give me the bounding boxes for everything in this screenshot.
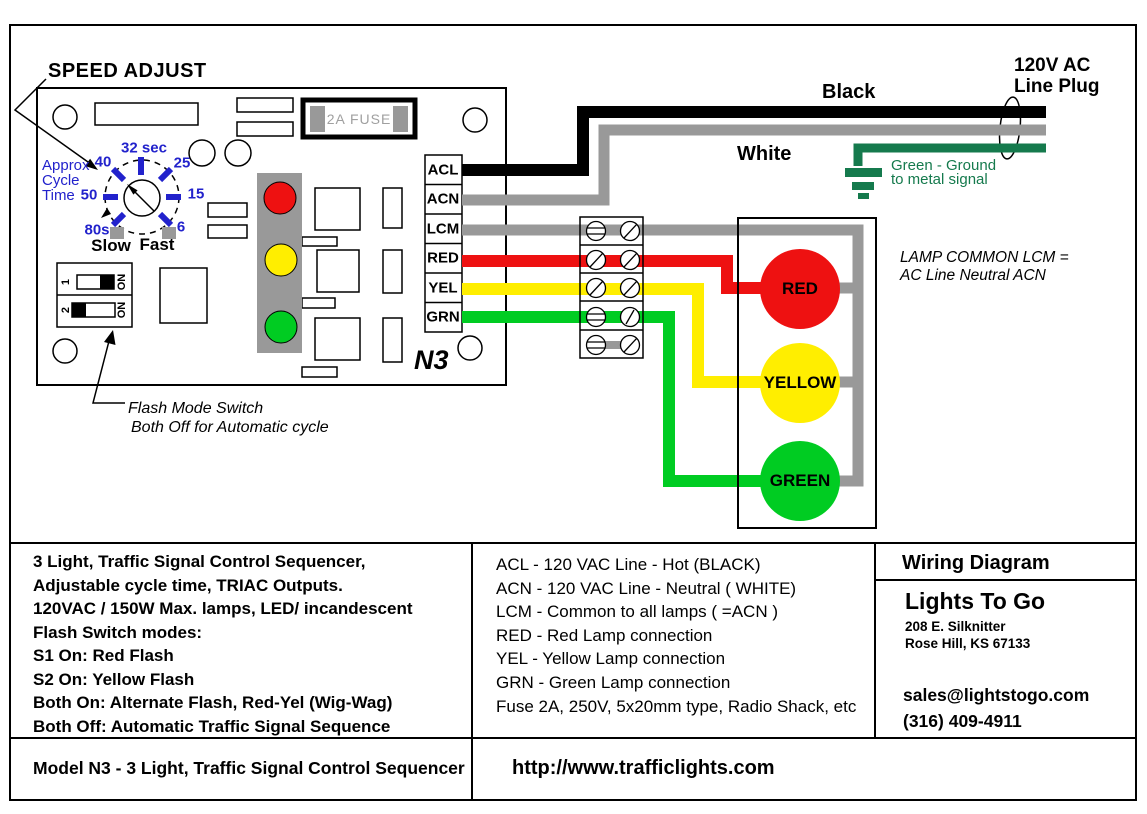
speed-adjust-dial	[101, 157, 181, 239]
company-email: sales@lightstogo.com	[903, 685, 1090, 705]
board-components	[94, 97, 403, 378]
fuse-label: 2A FUSE	[326, 111, 392, 127]
green-lamp-wire	[462, 311, 772, 487]
board-model-marking: N3	[414, 345, 449, 375]
lamp-common-note: LAMP COMMON LCM = AC Line Neutral ACN	[900, 249, 1069, 284]
white-neutral-wire	[462, 124, 1046, 206]
black-hot-wire	[462, 106, 1046, 176]
yellow-lamp	[760, 343, 840, 423]
dip-switch1-slider	[100, 275, 114, 289]
terminal-lcm: LCM	[426, 220, 460, 238]
terminal-yel: YEL	[428, 279, 458, 297]
legend-line: ACN - 120 VAC Line - Neutral ( WHITE)	[496, 578, 797, 598]
terminal-acn: ACN	[426, 190, 460, 208]
white-wire-label: White	[737, 143, 792, 165]
red-lamp-label: RED	[782, 279, 818, 298]
terminal-legend: ACL - 120 VAC Line - Hot (BLACK) ACN - 1…	[496, 553, 856, 718]
dial-tick-15: 15	[187, 185, 205, 203]
red-lamp	[760, 249, 840, 329]
company-address-line1: 208 E. Silknitter	[905, 619, 1006, 634]
legend-line: Fuse 2A, 250V, 5x20mm type, Radio Shack,…	[496, 696, 857, 716]
ground-symbol-icon	[845, 168, 882, 199]
red-led	[263, 181, 297, 215]
dip-switch2-slider	[72, 303, 86, 317]
onboard-led-strip	[257, 173, 302, 353]
legend-line: GRN - Green Lamp connection	[496, 672, 731, 692]
legend-line: LCM - Common to all lamps ( =ACN )	[496, 602, 778, 622]
green-lamp	[760, 441, 840, 521]
company-address-line2: Rose Hill, KS 67133	[905, 636, 1031, 651]
dial-tick-50: 50	[80, 186, 98, 204]
fast-label: Fast	[139, 235, 175, 254]
dial-tick-25: 25	[173, 154, 191, 172]
dial-tick-32sec: 32 sec	[121, 139, 167, 157]
dial-tick-6: 6	[176, 218, 186, 236]
terminal-grn: GRN	[426, 308, 460, 326]
dial-rotation-arrowhead	[101, 208, 111, 218]
yellow-lamp-label: YELLOW	[763, 373, 837, 392]
company-name: Lights To Go	[905, 588, 1046, 614]
legend-line: ACL - 120 VAC Line - Hot (BLACK)	[496, 555, 761, 574]
terminal-strip	[579, 216, 644, 359]
terminal-red: RED	[427, 249, 459, 267]
flash-mode-note: Flash Mode Switch Both Off for Automatic…	[128, 400, 329, 436]
spec-line: S1 On: Red Flash	[33, 646, 174, 665]
dip-switch2-number: 2	[60, 306, 72, 314]
lcm-common-wire	[462, 224, 864, 487]
green-led	[264, 310, 298, 344]
dial-tick-80s: 80s	[84, 221, 110, 239]
mounting-holes	[52, 104, 488, 364]
legend-line: YEL - Yellow Lamp connection	[496, 649, 726, 669]
wires	[462, 106, 1046, 487]
terminal-block	[424, 154, 463, 333]
wiring-diagram-header: Wiring Diagram	[902, 552, 1050, 574]
product-specs: 3 Light, Traffic Signal Control Sequence…	[33, 550, 413, 738]
dip-switch1-number: 1	[60, 278, 72, 286]
flash-mode-dip-switch	[56, 262, 133, 328]
line-plug-label: 120V AC Line Plug	[1014, 55, 1100, 97]
spec-line: Both On: Alternate Flash, Red-Yel (Wig-W…	[33, 693, 393, 712]
yellow-lamp-wire	[462, 283, 772, 388]
spec-line: Flash Switch modes:	[33, 622, 203, 642]
speed-adjust-title: SPEED ADJUST	[48, 60, 207, 82]
spec-line: 3 Light, Traffic Signal Control Sequence…	[33, 552, 366, 571]
green-lamp-label: GREEN	[769, 471, 831, 490]
yellow-led	[264, 243, 298, 277]
dip-switch1-on-label: ON	[116, 273, 128, 291]
spec-line: Both Off: Automatic Traffic Signal Seque…	[33, 716, 391, 736]
website-url: http://www.trafficlights.com	[512, 757, 775, 779]
black-wire-label: Black	[822, 81, 876, 103]
cycle-time-caption: Approx Cycle Time	[42, 157, 90, 204]
dip-switch2-on-label: ON	[116, 301, 128, 319]
spec-line: S2 On: Yellow Flash	[33, 669, 195, 689]
company-phone: (316) 409-4911	[903, 711, 1022, 731]
legend-line: RED - Red Lamp connection	[496, 625, 713, 645]
spec-line: 120VAC / 150W Max. lamps, LED/ incandesc…	[33, 599, 413, 618]
green-ground-wire	[853, 143, 1046, 166]
model-footer: Model N3 - 3 Light, Traffic Signal Contr…	[33, 758, 465, 778]
ground-note: Green - Ground to metal signal	[891, 157, 997, 188]
traffic-signal-head	[737, 217, 877, 529]
spec-line: Adjustable cycle time, TRIAC Outputs.	[33, 575, 343, 595]
speed-adjust-leader-arrow	[13, 78, 98, 170]
terminal-acl: ACL	[427, 161, 459, 179]
flash-note-leader-arrow	[92, 330, 125, 404]
dial-tick-40: 40	[94, 153, 112, 171]
page-border-and-table-grid	[9, 24, 1137, 801]
slow-label: Slow	[91, 236, 131, 255]
fuse-holder	[300, 97, 418, 140]
